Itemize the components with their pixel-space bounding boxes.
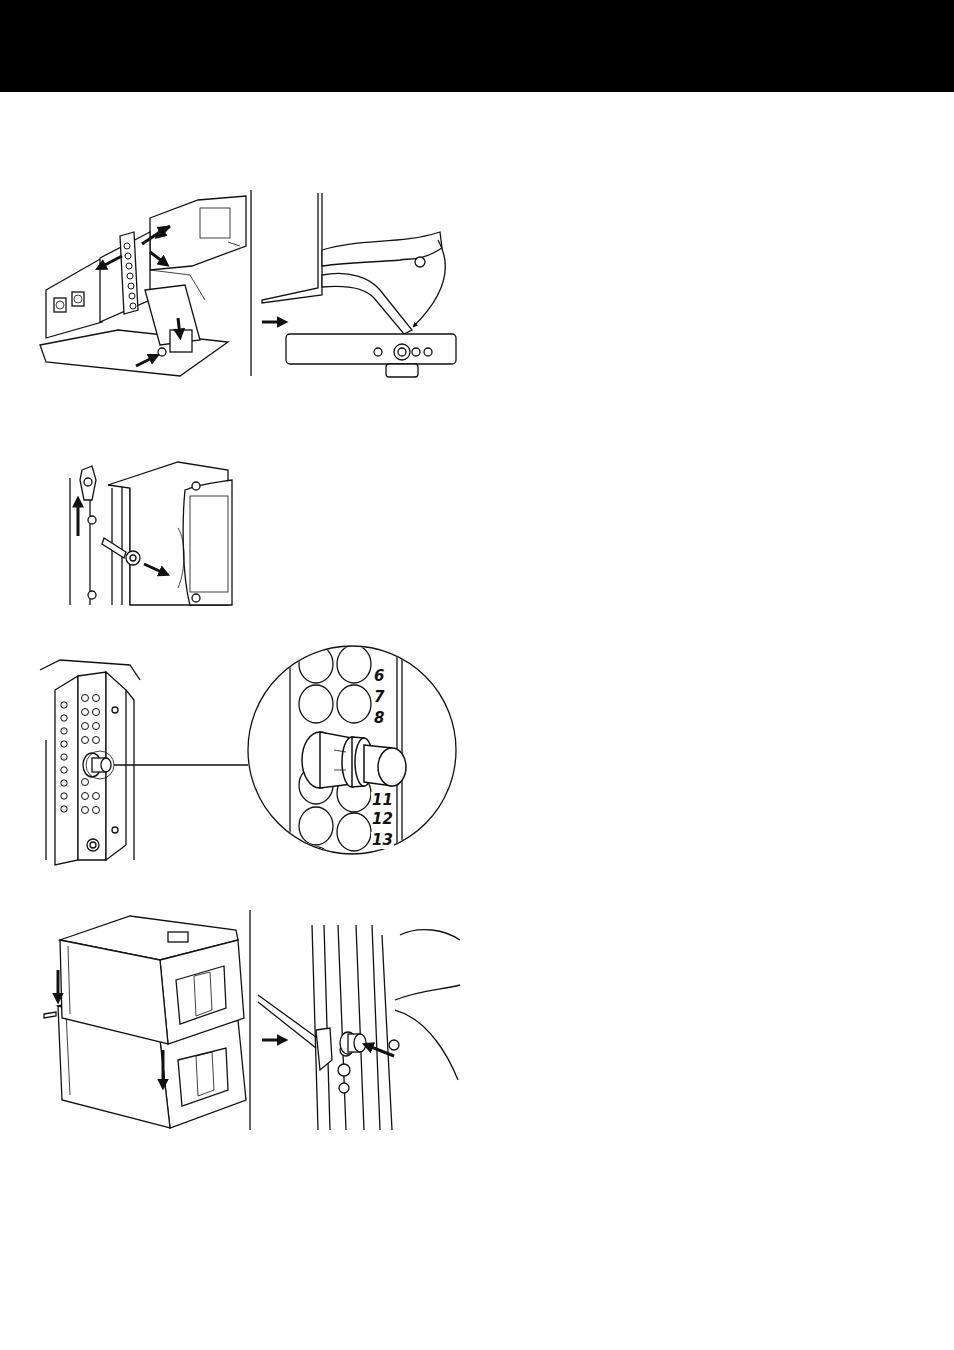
panel-divider [250, 190, 251, 376]
scale-number: 11 [371, 792, 394, 809]
panel-divider [249, 910, 250, 1130]
scale-number: 8 [373, 710, 385, 727]
scale-number: 6 [373, 668, 385, 685]
pin-release [70, 462, 232, 605]
angle-setting [40, 645, 456, 885]
header-bar [0, 0, 954, 92]
frame-assembly [40, 196, 246, 376]
scale-number: 12 [371, 811, 394, 828]
scale-number: 7 [373, 689, 385, 706]
arm-swing [262, 193, 456, 377]
scale-number: 13 [371, 832, 394, 849]
stacking-pin-detail [258, 925, 460, 1130]
stacking-cabinets [44, 916, 246, 1128]
